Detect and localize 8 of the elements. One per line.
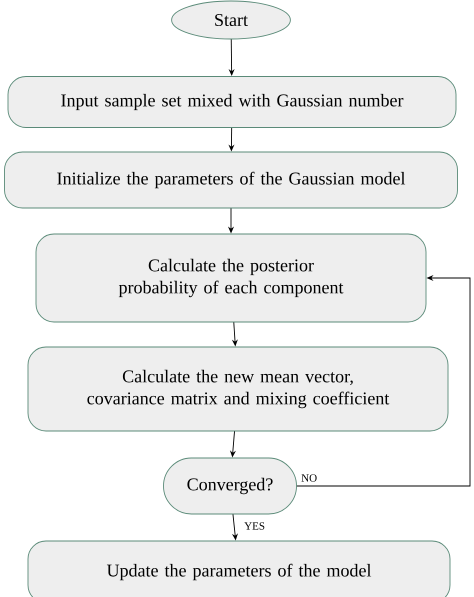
edge-label: YES <box>244 522 264 530</box>
process-box: Initialize the parameters of the Gaussian model <box>4 152 458 208</box>
process-box: Input sample set mixed with Gaussian number <box>8 76 456 128</box>
edge-label: NO <box>302 474 317 482</box>
process-box: Calculate the new mean vector, covariance matrix and mixing coefficient <box>28 346 448 432</box>
decision-box: Converged? <box>163 458 297 514</box>
process-box: Calculate the posterior probability of each component <box>36 234 426 322</box>
process-box: Update the parameters of the model <box>28 540 450 597</box>
